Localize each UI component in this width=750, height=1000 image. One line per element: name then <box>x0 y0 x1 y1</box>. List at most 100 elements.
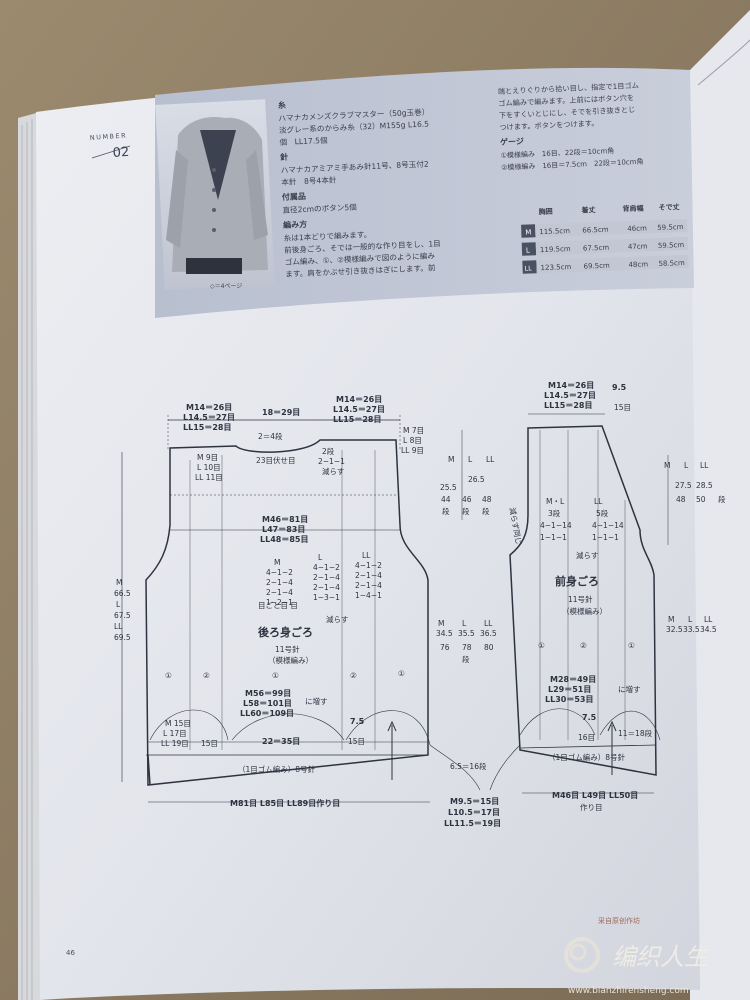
size-cell: 115.5cm <box>539 227 570 236</box>
back-piece-diagram: M14＝26目 L14.5＝27目 LL15＝28目 18＝29目 M14＝26… <box>114 395 487 808</box>
front-top-left: LL15＝28目 <box>544 401 592 410</box>
back-right-shoulder: LL 9目 <box>401 446 424 455</box>
front-right-h: 28.5 <box>696 481 713 490</box>
front-drop: 46 <box>462 495 472 504</box>
back-hem-mid: 22＝35目 <box>262 737 300 746</box>
back-needle: 11号針 <box>275 644 300 654</box>
front-right-h2: M <box>668 615 674 624</box>
right-line: つけます。ボタンをつけます。 <box>499 119 598 132</box>
back-height: 66.5 <box>114 589 131 598</box>
back-top-left: M14＝26目 <box>186 403 232 412</box>
front-top-right: 15目 <box>614 403 631 412</box>
front-right-h: M <box>664 461 670 470</box>
center-hem: M9.5＝15目 <box>450 797 499 806</box>
back-pattern-mark: ② <box>203 671 210 680</box>
size-header: 背肩幅 <box>622 203 643 213</box>
back-right-shoulder: L 8目 <box>403 436 422 445</box>
back-dec-row: 4−1−2 <box>313 563 340 572</box>
size-cell: 66.5cm <box>582 226 609 235</box>
size-label: L <box>526 246 530 254</box>
front-drop: L <box>468 455 473 464</box>
back-pattern-mark: ① <box>398 669 405 678</box>
back-dec-row: 4−1−2 <box>355 561 382 570</box>
front-width: 76 <box>440 643 450 652</box>
back-height: 67.5 <box>114 611 131 620</box>
back-armhole-width: LL48＝85目 <box>260 535 308 544</box>
back-neck-bind: 23目伏せ目 <box>256 455 296 465</box>
back-armhole-width: M46＝81目 <box>262 515 308 524</box>
back-top-right: L14.5＝27目 <box>333 405 385 414</box>
back-dec-row: 2−1−4 <box>266 588 293 597</box>
watermark-url: www.bianzhirensheng.com <box>568 986 689 996</box>
watermark-stamp: 采自原创作坊 <box>598 916 640 925</box>
center-hem: L10.5＝17目 <box>448 808 500 817</box>
front-neck-col: 5段 <box>596 508 609 518</box>
accessory-line: 直径2cmのボタン5個 <box>282 202 357 215</box>
back-armhole-width: L47＝83目 <box>262 525 305 534</box>
back-piece-title: 後ろ身ごろ <box>258 625 313 639</box>
number-value: 02 <box>112 145 130 161</box>
front-drop: 26.5 <box>468 475 485 484</box>
front-drop: 段 <box>482 506 490 516</box>
back-inc-count: L58＝101目 <box>243 699 292 708</box>
front-needle: 11号針 <box>568 594 593 604</box>
front-width: LL <box>484 619 493 628</box>
size-cell: 46cm <box>627 224 647 233</box>
size-cell: 59.5cm <box>658 241 685 250</box>
back-pattern: （模様編み） <box>268 655 313 665</box>
back-dec-row: 1−3−1 <box>313 593 340 602</box>
size-cell: 58.5cm <box>658 259 685 268</box>
size-label: LL <box>524 264 532 272</box>
size-cell: 47cm <box>628 242 648 251</box>
front-inc-label: に増す <box>618 684 641 694</box>
back-dec-row: 2−1−4 <box>355 571 382 580</box>
front-inc-count: L29＝51目 <box>548 685 591 694</box>
front-width: 78 <box>462 643 472 652</box>
front-pattern-mark: ② <box>580 641 587 650</box>
front-drop: LL <box>486 455 495 464</box>
front-pattern-mark: ① <box>538 641 545 650</box>
back-right-shoulder: M 7目 <box>403 426 424 435</box>
back-dec-label: 減らす <box>326 614 348 624</box>
front-width: 36.5 <box>480 629 497 638</box>
front-rib: （1目ゴム編み）8号針 <box>548 752 626 762</box>
size-cell: 123.5cm <box>540 263 571 272</box>
back-dec-size: LL <box>362 551 371 560</box>
front-right-h: 段 <box>718 494 726 504</box>
page-stack <box>18 112 40 1000</box>
front-neck-col: 1−1−1 <box>592 533 619 542</box>
size-cell: 119.5cm <box>540 245 571 254</box>
center-hem: LL11.5＝19目 <box>444 819 501 828</box>
back-rib-h: 6.5＝16段 <box>450 761 487 771</box>
front-drop: 段 <box>462 506 470 516</box>
front-hem-right: 11＝18段 <box>618 728 653 738</box>
size-cell: 69.5cm <box>583 262 610 271</box>
front-inc-count: LL30＝53目 <box>545 695 593 704</box>
size-label: M <box>525 228 531 236</box>
number-word: NUMBER <box>90 131 128 142</box>
front-right-h: 27.5 <box>675 481 692 490</box>
back-rib-height: 7.5 <box>350 717 365 726</box>
size-header: そで丈 <box>658 202 679 212</box>
front-right-h2: 33.5 <box>683 625 700 634</box>
method-heading: 編み方 <box>283 219 307 230</box>
back-height: M <box>116 578 122 587</box>
front-inc-count: M28＝49目 <box>550 675 596 684</box>
back-dec-row: 2−1−4 <box>355 581 382 590</box>
front-neck-col: M・L <box>546 497 565 506</box>
size-cell: 48cm <box>628 260 648 269</box>
front-width: 80 <box>484 643 494 652</box>
back-dec-row: 2−1−4 <box>266 578 293 587</box>
front-rib-height: 7.5 <box>582 713 597 722</box>
front-pattern-mark: ① <box>628 641 635 650</box>
back-top-right: LL15＝28目 <box>333 415 381 424</box>
front-pattern: （模様編み） <box>562 606 607 616</box>
photo-caption: ◇＝4ページ <box>210 283 242 290</box>
back-dec-row: 2−1−4 <box>313 573 340 582</box>
back-neck-dec: 2−1−1 <box>318 457 345 466</box>
size-header: 胸囲 <box>538 207 552 216</box>
back-inc-count: LL60＝109目 <box>240 709 294 718</box>
front-dec-label: 減らす <box>576 550 598 560</box>
back-hem-left: M 15目 <box>165 719 191 728</box>
